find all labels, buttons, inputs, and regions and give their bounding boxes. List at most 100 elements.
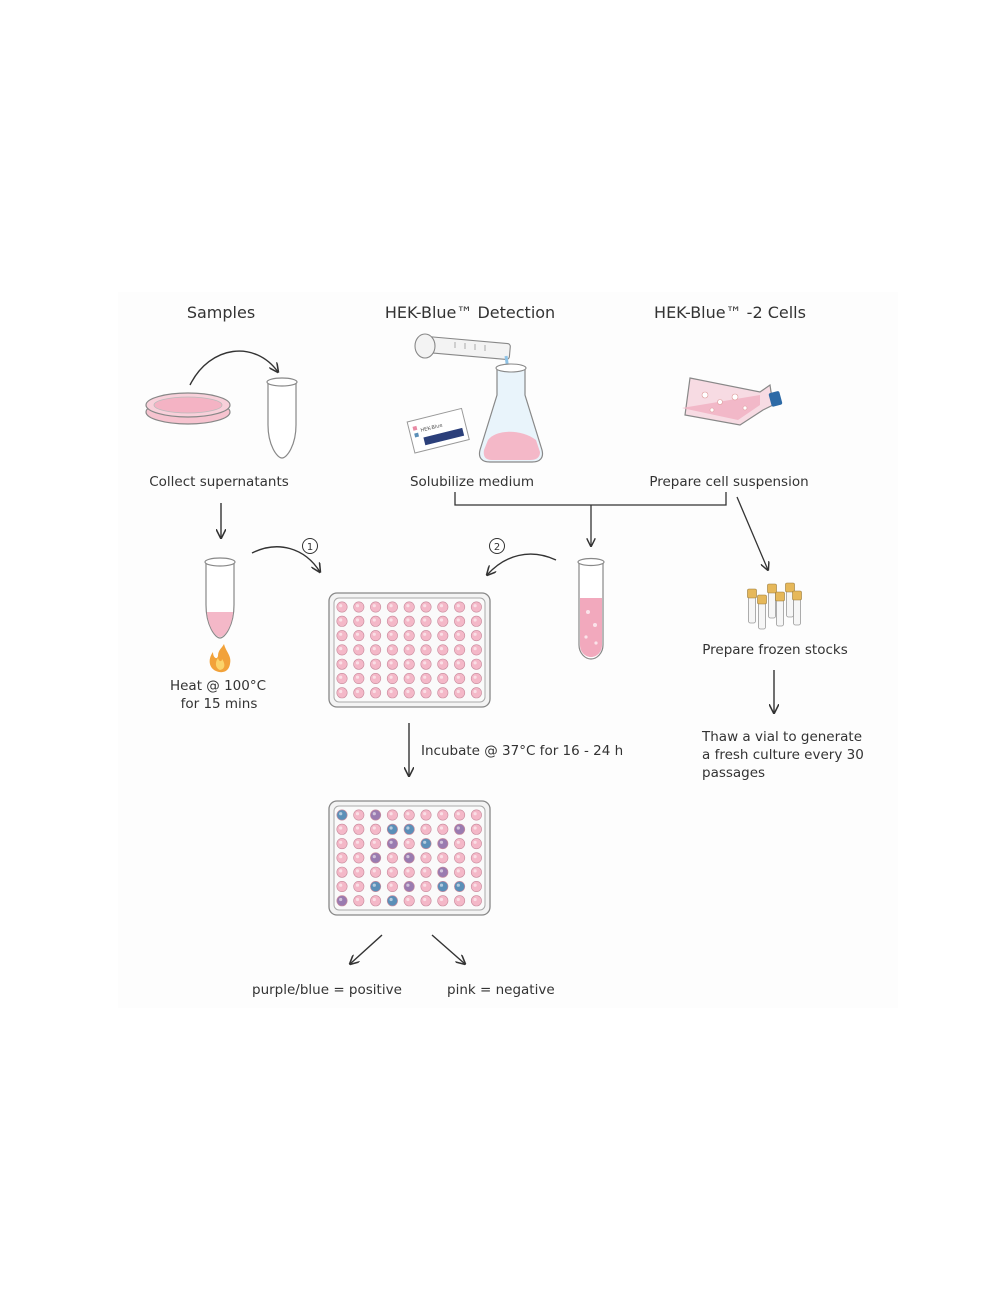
- plate-well: [437, 601, 449, 613]
- well-highlight: [473, 675, 477, 679]
- plate-well: [420, 866, 432, 878]
- step-2-badge: 2: [489, 538, 505, 554]
- well-highlight: [423, 897, 427, 902]
- label-incubate: Incubate @ 37°C for 16 - 24 h: [421, 743, 624, 759]
- well-highlight: [389, 604, 393, 608]
- well-highlight: [456, 632, 460, 636]
- well-highlight: [439, 826, 444, 830]
- well-highlight: [372, 897, 376, 902]
- well-highlight: [389, 897, 393, 902]
- well-highlight: [339, 883, 343, 887]
- well-highlight: [439, 897, 444, 902]
- well-highlight: [456, 883, 460, 887]
- well-highlight: [389, 675, 393, 679]
- plate-well: [437, 615, 449, 627]
- plate-well: [403, 895, 415, 907]
- plate-well: [470, 838, 482, 850]
- well-highlight: [439, 855, 444, 859]
- vial-body: [793, 598, 801, 626]
- well-highlight: [423, 812, 427, 816]
- well-highlight: [355, 675, 360, 679]
- well-highlight: [406, 855, 410, 859]
- plate-well: [437, 809, 449, 821]
- well-highlight: [473, 661, 477, 665]
- label-thaw-line3: passages: [702, 765, 766, 781]
- plate-well: [353, 672, 365, 684]
- well-highlight: [339, 689, 343, 694]
- well-highlight: [372, 840, 376, 844]
- plate-well: [386, 823, 398, 835]
- plate-well: [454, 601, 466, 613]
- plate-well: [454, 895, 466, 907]
- step-1-number: 1: [307, 542, 313, 553]
- label-thaw-line1: Thaw a vial to generate: [702, 729, 863, 745]
- merge-connector: [454, 492, 768, 570]
- well-highlight: [439, 812, 444, 816]
- plate-well: [470, 644, 482, 656]
- step-1-badge: 1: [302, 538, 318, 554]
- plate-well: [336, 823, 348, 835]
- well-highlight: [439, 689, 444, 694]
- well-highlight: [372, 855, 376, 859]
- plate-well: [420, 880, 432, 892]
- plate-well: [353, 823, 365, 835]
- plate-well: [454, 672, 466, 684]
- plate-well: [403, 880, 415, 892]
- transfer-arrow: [189, 350, 278, 386]
- well-highlight: [355, 897, 360, 902]
- plate-well: [403, 838, 415, 850]
- plate-well: [454, 838, 466, 850]
- step-2-number: 2: [494, 542, 500, 553]
- well-highlight: [456, 826, 460, 830]
- well-highlight: [473, 883, 477, 887]
- plate-well: [403, 672, 415, 684]
- plate-well: [403, 658, 415, 670]
- well-highlight: [423, 869, 427, 873]
- plate-well: [420, 658, 432, 670]
- plate-well: [386, 809, 398, 821]
- plate-well: [470, 658, 482, 670]
- well-highlight: [339, 840, 343, 844]
- well-highlight: [473, 869, 477, 873]
- well-highlight: [406, 604, 410, 608]
- plate-well: [353, 658, 365, 670]
- well-highlight: [339, 826, 343, 830]
- well-highlight: [389, 661, 393, 665]
- plate-well: [370, 866, 382, 878]
- well-highlight: [339, 647, 343, 651]
- well-highlight: [389, 632, 393, 636]
- well-highlight: [406, 897, 410, 902]
- arrow-negative: [431, 934, 465, 964]
- plate-well: [386, 852, 398, 864]
- plate-well: [437, 658, 449, 670]
- arrow-step-1: [251, 546, 320, 572]
- well-highlight: [473, 647, 477, 651]
- well-highlight: [339, 855, 343, 859]
- plate-well: [353, 601, 365, 613]
- well-highlight: [339, 632, 343, 636]
- plate-well: [437, 838, 449, 850]
- well-highlight: [355, 647, 360, 651]
- vial-cap: [792, 590, 802, 601]
- flask-icon: [478, 363, 544, 463]
- plate-well: [353, 687, 365, 699]
- well-highlight: [473, 604, 477, 608]
- plate-well: [437, 880, 449, 892]
- well-highlight: [389, 883, 393, 887]
- well-highlight: [406, 618, 410, 622]
- well-highlight: [456, 869, 460, 873]
- well-highlight: [456, 855, 460, 859]
- well-highlight: [473, 618, 477, 622]
- plate-well: [336, 852, 348, 864]
- plate-well: [370, 823, 382, 835]
- well-highlight: [473, 632, 477, 636]
- empty-tube-icon: [266, 377, 298, 459]
- plate-well: [420, 852, 432, 864]
- plate-well: [386, 880, 398, 892]
- well-highlight: [355, 689, 360, 694]
- well-highlight: [456, 812, 460, 816]
- vial-body: [776, 599, 784, 627]
- plate-well: [370, 687, 382, 699]
- well-highlight: [339, 812, 343, 816]
